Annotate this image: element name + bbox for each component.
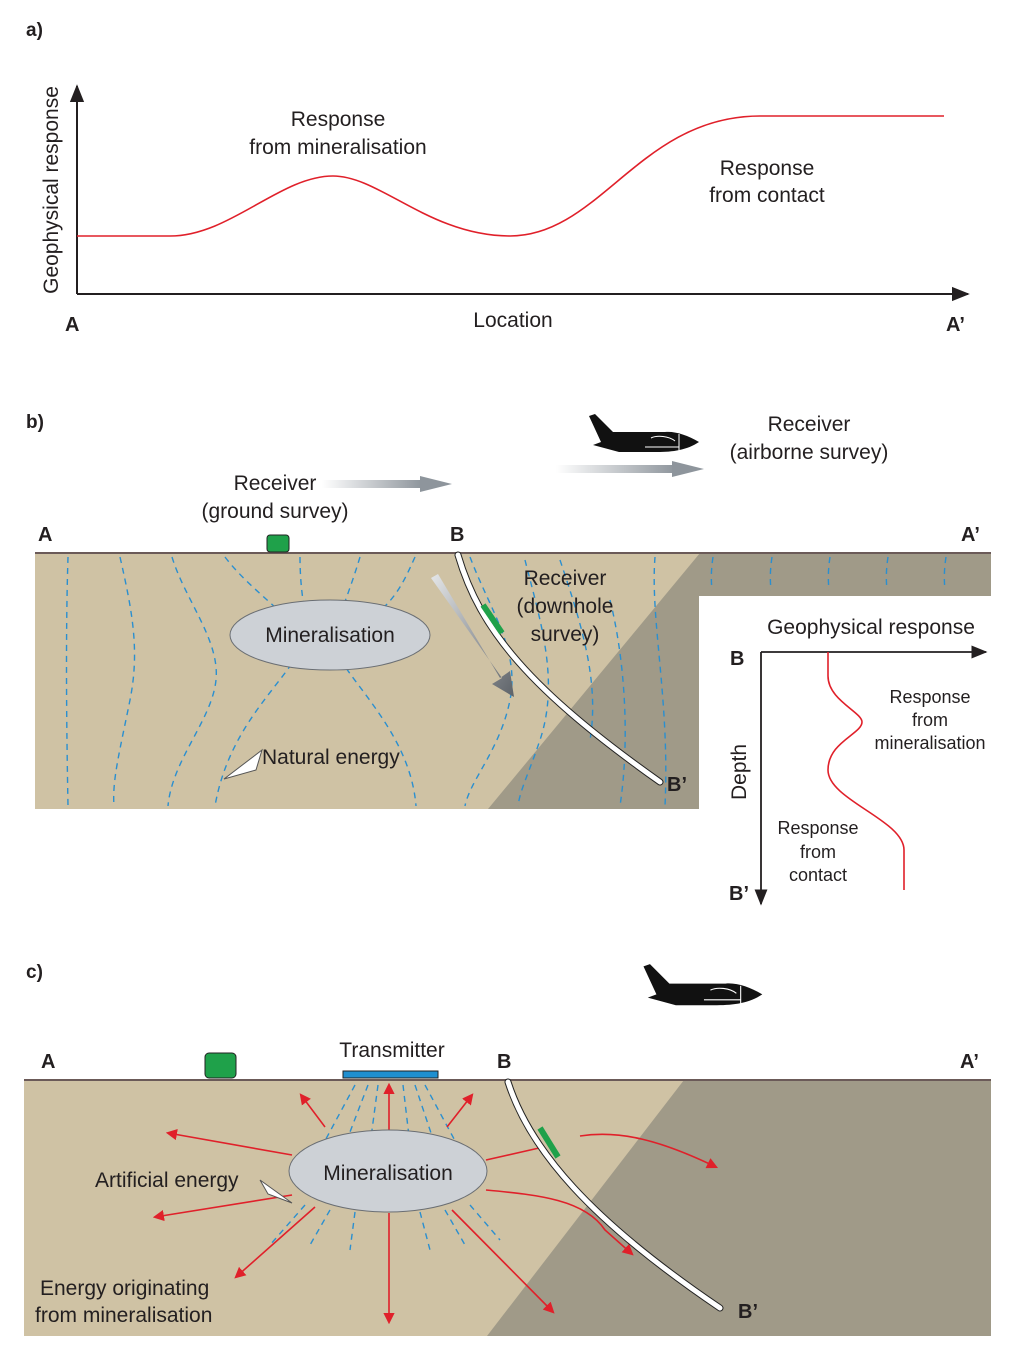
energy-arrow-10-tail bbox=[485, 1147, 540, 1161]
panel-b: b) Mineralisation bbox=[26, 412, 1009, 956]
downhole-receiver-label-line2: (downhole bbox=[517, 595, 614, 618]
inset-background bbox=[699, 596, 1009, 956]
energy-arrow-9 bbox=[485, 1189, 634, 1256]
panel-c-label: c) bbox=[26, 962, 43, 983]
natural-energy-label: Natural energy bbox=[262, 746, 400, 769]
annotation-mineralisation-line1: Response bbox=[291, 108, 386, 131]
airplane-icon bbox=[589, 414, 699, 452]
downhole-receiver bbox=[480, 603, 505, 635]
response-curve bbox=[77, 115, 944, 237]
airborne-receiver-label-line1: Receiver bbox=[768, 413, 851, 436]
x-axis-label: Location bbox=[473, 309, 552, 332]
energy-arrow-1 bbox=[299, 1093, 326, 1128]
end-label-a-prime: A’ bbox=[946, 314, 965, 336]
transmitter bbox=[342, 1070, 439, 1079]
energy-arrow-8 bbox=[451, 1209, 555, 1314]
ground-receiver bbox=[266, 534, 290, 553]
ground-receiver-c bbox=[204, 1052, 237, 1079]
point-b-prime: B’ bbox=[667, 774, 687, 796]
inset-depth-label: Depth bbox=[728, 744, 751, 800]
mineralisation-body bbox=[229, 599, 431, 671]
inset-response-curve bbox=[827, 652, 905, 890]
artificial-energy-label: Artificial energy bbox=[95, 1169, 239, 1192]
transmitter-label: Transmitter bbox=[339, 1039, 444, 1062]
downhole-receiver-label-line3: survey) bbox=[531, 623, 600, 646]
natural-energy-pointer bbox=[223, 748, 263, 780]
panel-c: c) Transmitter bbox=[24, 962, 991, 1336]
inset-annotation-contact-line2: from bbox=[800, 842, 836, 862]
point-a-c: A bbox=[41, 1051, 55, 1073]
downhole-survey-arrow bbox=[431, 574, 514, 697]
annotation-contact-line2: from contact bbox=[709, 184, 825, 207]
point-b: B bbox=[450, 524, 464, 546]
point-b-prime-c: B’ bbox=[738, 1301, 758, 1323]
mineralisation-label: Mineralisation bbox=[265, 624, 395, 647]
point-a-prime-c: A’ bbox=[960, 1051, 979, 1073]
panel-a-label: a) bbox=[26, 20, 43, 41]
energy-arrow-4 bbox=[165, 1129, 293, 1156]
borehole-c bbox=[505, 1079, 723, 1311]
panel-b-label: b) bbox=[26, 412, 44, 433]
energy-arrows bbox=[152, 1082, 719, 1325]
ground-receiver-label-line2: (ground survey) bbox=[201, 500, 348, 523]
inset-annotation-contact-line1: Response bbox=[777, 818, 858, 838]
ground-receiver-label-line1: Receiver bbox=[234, 472, 317, 495]
downhole-receiver-label-line1: Receiver bbox=[524, 567, 607, 590]
inset-top-label: B bbox=[730, 648, 744, 670]
point-a: A bbox=[38, 524, 52, 546]
energy-origin-label-line2: from mineralisation bbox=[35, 1304, 212, 1327]
airplane-icon-c bbox=[643, 964, 763, 1006]
panel-a: a) Geophysical response Location A A’ Re… bbox=[26, 20, 970, 336]
inset-annotation-mineralisation-line1: Response bbox=[889, 687, 970, 707]
annotation-contact-line1: Response bbox=[720, 157, 815, 180]
inset-title: Geophysical response bbox=[767, 616, 975, 639]
inset-annotation-contact-line3: contact bbox=[789, 865, 847, 885]
energy-origin-label-line1: Energy originating bbox=[40, 1277, 209, 1300]
contact-rock-c bbox=[487, 1080, 991, 1336]
mineralisation-body-c bbox=[288, 1129, 488, 1213]
airborne-survey-arrow bbox=[556, 461, 704, 477]
borehole bbox=[455, 552, 663, 785]
annotation-mineralisation-line2: from mineralisation bbox=[249, 136, 426, 159]
energy-arrow-3 bbox=[446, 1093, 474, 1128]
energy-arrow-10 bbox=[579, 1133, 719, 1169]
energy-arrow-5 bbox=[152, 1194, 293, 1222]
transmitter-field-lines bbox=[269, 1084, 501, 1251]
inset-bottom-label: B’ bbox=[729, 883, 749, 905]
energy-arrow-6 bbox=[234, 1206, 316, 1279]
inset-annotation-mineralisation-line2: from bbox=[912, 710, 948, 730]
airborne-receiver-label-line2: (airborne survey) bbox=[730, 441, 889, 464]
downhole-response-inset: Geophysical response Depth B B’ Response… bbox=[728, 616, 988, 906]
inset-annotation-mineralisation-line3: mineralisation bbox=[874, 733, 985, 753]
mineralisation-label-c: Mineralisation bbox=[323, 1162, 453, 1185]
artificial-energy-pointer bbox=[259, 1179, 293, 1204]
start-label-a: A bbox=[65, 314, 79, 336]
point-b-c: B bbox=[497, 1051, 511, 1073]
point-a-prime: A’ bbox=[961, 524, 980, 546]
downhole-receiver-c bbox=[537, 1126, 561, 1159]
y-axis-label: Geophysical response bbox=[40, 86, 63, 294]
ground-survey-arrow bbox=[322, 476, 452, 492]
